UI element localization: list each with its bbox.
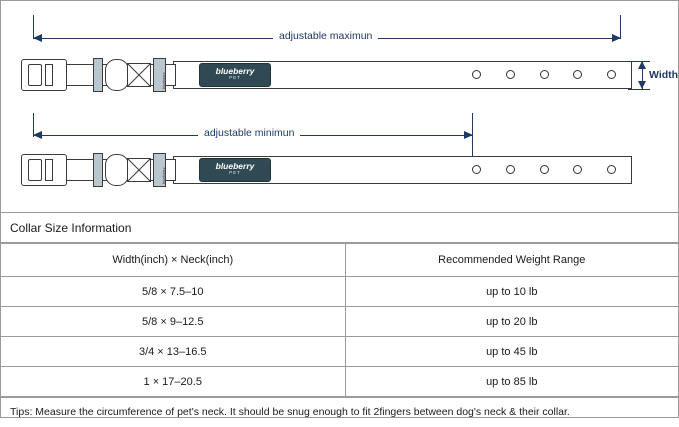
bottom-collar-brand-sub: PET: [229, 169, 241, 175]
bottom-collar-slider: [93, 153, 103, 187]
max-dim-right-extension: [620, 15, 621, 39]
top-collar-hole: [573, 70, 582, 79]
table-row: 5/8 × 7.5–10 up to 10 lb: [1, 276, 678, 307]
table-row: 3/4 × 13–16.5 up to 45 lb: [1, 336, 678, 367]
cell-width-neck: 5/8 × 9–12.5: [1, 306, 346, 337]
table-row: 1 × 17–20.5 up to 85 lb: [1, 366, 678, 397]
top-collar-keeper: [153, 58, 166, 92]
bottom-collar-dring: [105, 154, 129, 186]
cell-width-neck: 1 × 17–20.5: [1, 366, 346, 397]
top-collar-keeper-label: blueberry: [161, 72, 166, 89]
collar-size-table: Width(inch) × Neck(inch) Recommended Wei…: [1, 243, 678, 397]
width-dim-arrow-up-icon: [638, 61, 646, 69]
max-dim-arrow-left-icon: [33, 34, 42, 42]
cell-width-neck: 5/8 × 7.5–10: [1, 276, 346, 307]
width-dim-arrow-down-icon: [638, 81, 646, 89]
bottom-collar-brand-tag: blueberry PET: [199, 158, 271, 182]
cell-width-neck: 3/4 × 13–16.5: [1, 336, 346, 367]
width-dim-bottom-extension: [628, 89, 650, 90]
top-collar-hole: [540, 70, 549, 79]
column-header-width-neck: Width(inch) × Neck(inch): [1, 243, 346, 277]
max-dim-left-extension: [33, 15, 34, 39]
table-row: 5/8 × 9–12.5 up to 20 lb: [1, 306, 678, 337]
top-collar-buckle-bar: [45, 64, 53, 86]
top-collar-buckle-inner: [28, 64, 42, 86]
min-dim-right-extension: [472, 113, 473, 169]
size-guide-page: adjustable maximun blueberry blueberry P…: [0, 0, 679, 418]
max-dim-label: adjustable maximun: [273, 30, 379, 42]
bottom-collar-buckle-inner: [28, 159, 42, 181]
bottom-collar-hole: [540, 165, 549, 174]
width-dim-label: Width: [649, 69, 679, 81]
top-collar-adjuster-cross-icon: [127, 63, 151, 87]
top-collar-slider: [93, 58, 103, 92]
top-collar-brand-sub: PET: [229, 74, 241, 80]
min-dim-arrow-right-icon: [464, 131, 473, 139]
top-collar-hole: [472, 70, 481, 79]
max-dim-arrow-right-icon: [612, 34, 621, 42]
cell-weight-range: up to 20 lb: [345, 306, 678, 337]
min-dim-left-extension: [33, 113, 34, 137]
table-header-row: Width(inch) × Neck(inch) Recommended Wei…: [1, 243, 678, 277]
cell-weight-range: up to 85 lb: [345, 366, 678, 397]
column-header-weight-range: Recommended Weight Range: [345, 243, 678, 277]
bottom-collar-hole: [506, 165, 515, 174]
cell-weight-range: up to 45 lb: [345, 336, 678, 367]
bottom-collar-brand-name: blueberry: [215, 161, 255, 171]
bottom-collar-keeper: [153, 153, 166, 187]
width-dim-line: [642, 61, 643, 89]
top-collar-hole: [506, 70, 515, 79]
min-dim-label: adjustable minimun: [198, 127, 301, 139]
top-collar-brand-name: blueberry: [215, 66, 255, 76]
min-dim-arrow-left-icon: [33, 131, 42, 139]
bottom-collar-hole: [573, 165, 582, 174]
bottom-collar-keeper-label: blueberry: [161, 167, 166, 184]
cell-weight-range: up to 10 lb: [345, 276, 678, 307]
tips-text: Tips: Measure the circumference of pet's…: [1, 397, 678, 426]
top-collar-hole: [607, 70, 616, 79]
collar-diagram: adjustable maximun blueberry blueberry P…: [1, 1, 678, 213]
bottom-collar-hole: [472, 165, 481, 174]
top-collar-brand-tag: blueberry PET: [199, 63, 271, 87]
bottom-collar-hole: [607, 165, 616, 174]
top-collar-dring: [105, 59, 129, 91]
table-title: Collar Size Information: [1, 213, 678, 243]
bottom-collar-buckle-bar: [45, 159, 53, 181]
bottom-collar-adjuster-cross-icon: [127, 158, 151, 182]
